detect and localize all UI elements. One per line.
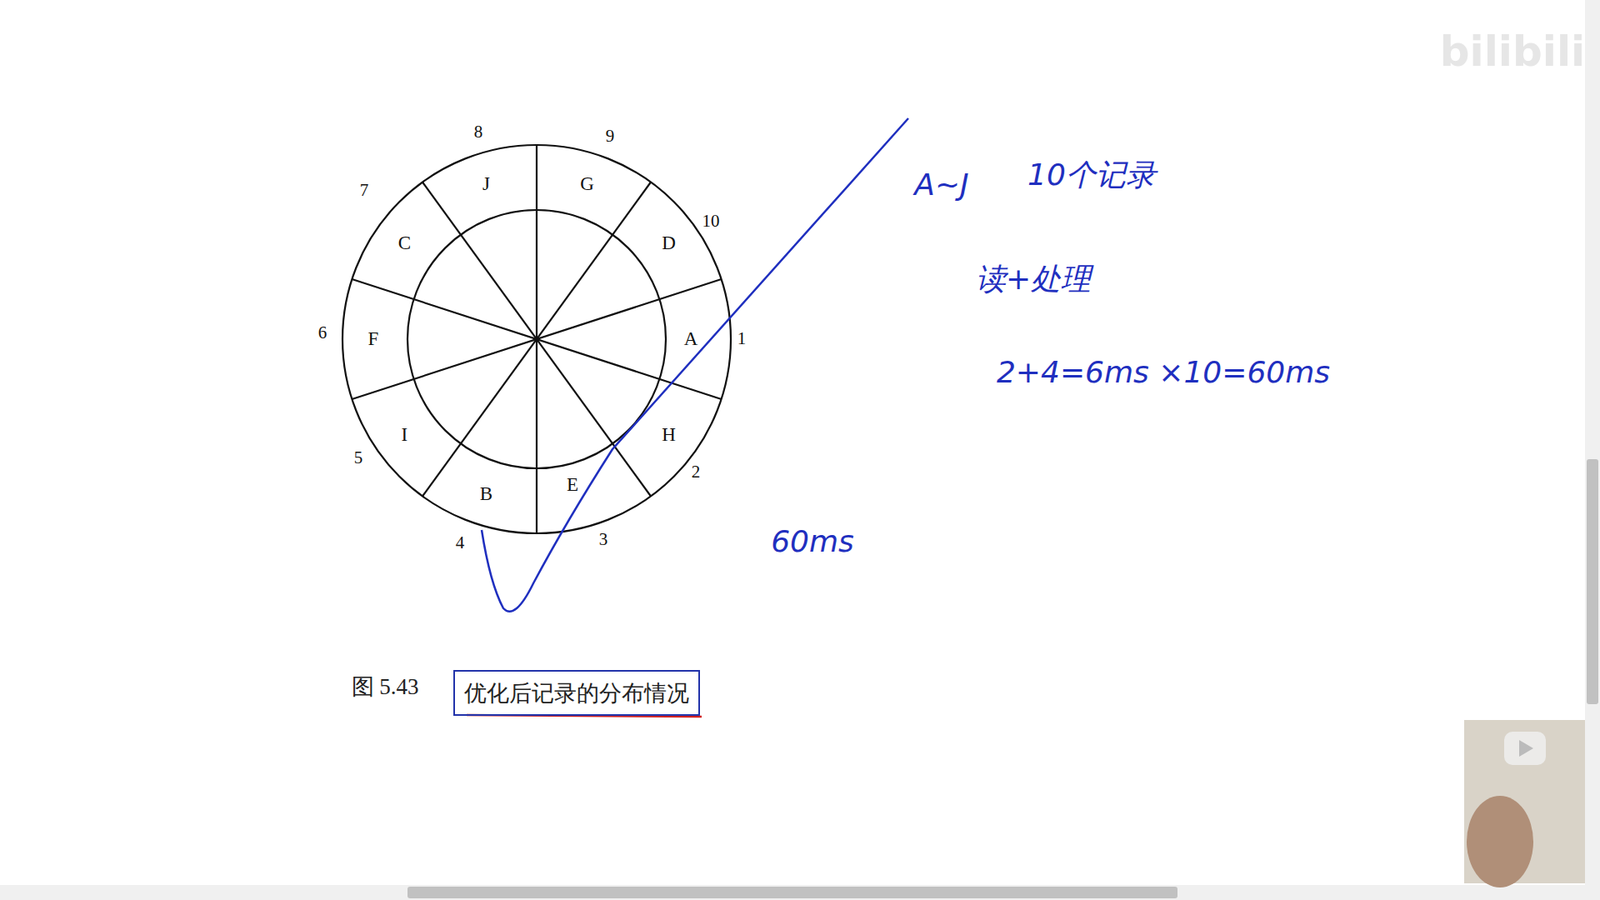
sector-number: 9 (605, 126, 615, 146)
sector-letter: G (578, 173, 596, 195)
sector-letter: J (480, 173, 492, 195)
sector-number: 3 (599, 530, 609, 550)
sector-number: 7 (360, 180, 370, 200)
scroll-track (0, 885, 1600, 900)
scroll-thumb (1586, 459, 1599, 705)
sector-number: 5 (354, 448, 364, 468)
figure-caption: 图 5.43 (351, 675, 420, 700)
sector-number: 10 (702, 211, 720, 231)
handwritten-note: 60ms (770, 525, 855, 559)
caption-text: 优化后记录的分布情况 (464, 680, 690, 707)
sector-letter: H (660, 425, 678, 446)
handwritten-note: A~J (914, 168, 969, 202)
handwritten-note: 读+处理 (975, 262, 1091, 296)
sector-letter: D (660, 232, 678, 254)
sector-letter: F (366, 328, 381, 350)
sector-number: 1 (737, 329, 747, 349)
sector-letter: C (396, 232, 413, 254)
scroll-track (1585, 0, 1600, 885)
handwritten-note: 2+4=6ms ×10=60ms (996, 355, 1330, 390)
sector-lines (351, 145, 721, 534)
sector-letter: E (565, 474, 580, 495)
watermark: bilibili (1440, 29, 1585, 75)
sector-number: 2 (691, 462, 701, 482)
webcam-face (1466, 795, 1534, 888)
sector-number: 8 (474, 122, 484, 142)
caption-box: 优化后记录的分布情况 (453, 670, 700, 716)
play-icon (1519, 740, 1534, 757)
sector-letter: B (478, 484, 495, 505)
pen-stroke (481, 118, 909, 612)
sector-letter: A (682, 328, 700, 350)
sector-letter: I (400, 425, 410, 446)
outer-track (342, 145, 731, 534)
sector-number: 4 (455, 533, 465, 553)
scroll-thumb (407, 886, 1178, 899)
sector-number: 6 (318, 323, 328, 343)
play-icon (1504, 731, 1546, 765)
handwritten-note: 10个记录 (1027, 158, 1156, 192)
